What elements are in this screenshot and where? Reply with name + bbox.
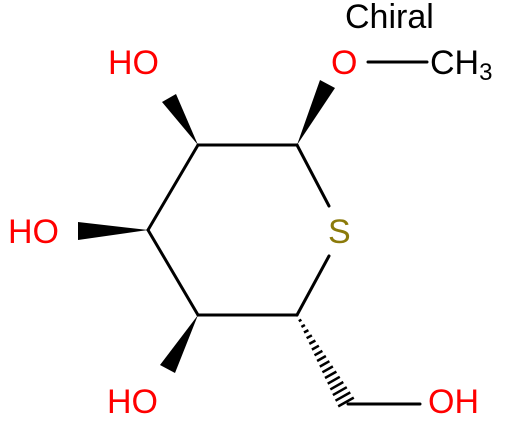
methoxy-oxygen-label: O: [331, 44, 357, 82]
hash-stroke: [295, 313, 299, 317]
wedge-bond-c4-oh: [160, 315, 198, 373]
substituent-bonds: [346, 60, 429, 406]
hash-stroke: [311, 344, 320, 351]
hash-stroke: [321, 365, 334, 374]
hash-stroke: [329, 380, 344, 391]
hashed-bond-c5-ch2: [295, 313, 355, 408]
hash-stroke: [305, 334, 313, 340]
hash-stroke: [303, 329, 309, 334]
hash-stroke: [327, 375, 341, 385]
hash-stroke: [319, 360, 331, 368]
hash-stroke: [337, 396, 355, 408]
bond-s-c5: [295, 254, 331, 317]
hydroxyl-c4-label: HO: [107, 383, 158, 421]
hash-stroke: [334, 391, 351, 402]
hash-stroke: [313, 349, 324, 357]
bond-c1-s: [295, 143, 331, 208]
bond-c2-c3: [146, 143, 200, 232]
wedge-bonds: [78, 80, 335, 373]
methyl-subscript: 3: [479, 59, 492, 86]
hash-stroke: [324, 370, 338, 380]
bond-c3-c4: [146, 228, 200, 317]
hash-stroke: [332, 386, 348, 397]
hydroxyl-ch2-label: OH: [428, 383, 479, 421]
hash-stroke: [308, 339, 317, 345]
hydroxyl-c3-label: HO: [8, 213, 59, 251]
ring-bonds: [146, 143, 331, 317]
methyl-label: CH3: [430, 44, 492, 86]
hydroxyl-c2-label: HO: [108, 44, 159, 82]
wedge-bond-c1-o: [297, 80, 335, 145]
sulfur-label: S: [328, 213, 351, 251]
chiral-annotation: Chiral: [345, 0, 434, 36]
wedge-bond-c3-oh: [78, 222, 148, 240]
hash-stroke: [298, 318, 303, 323]
methyl-text: CH: [430, 44, 479, 82]
hash-stroke: [300, 323, 306, 328]
wedge-bond-c2-oh: [162, 94, 198, 145]
hash-stroke: [316, 354, 327, 363]
